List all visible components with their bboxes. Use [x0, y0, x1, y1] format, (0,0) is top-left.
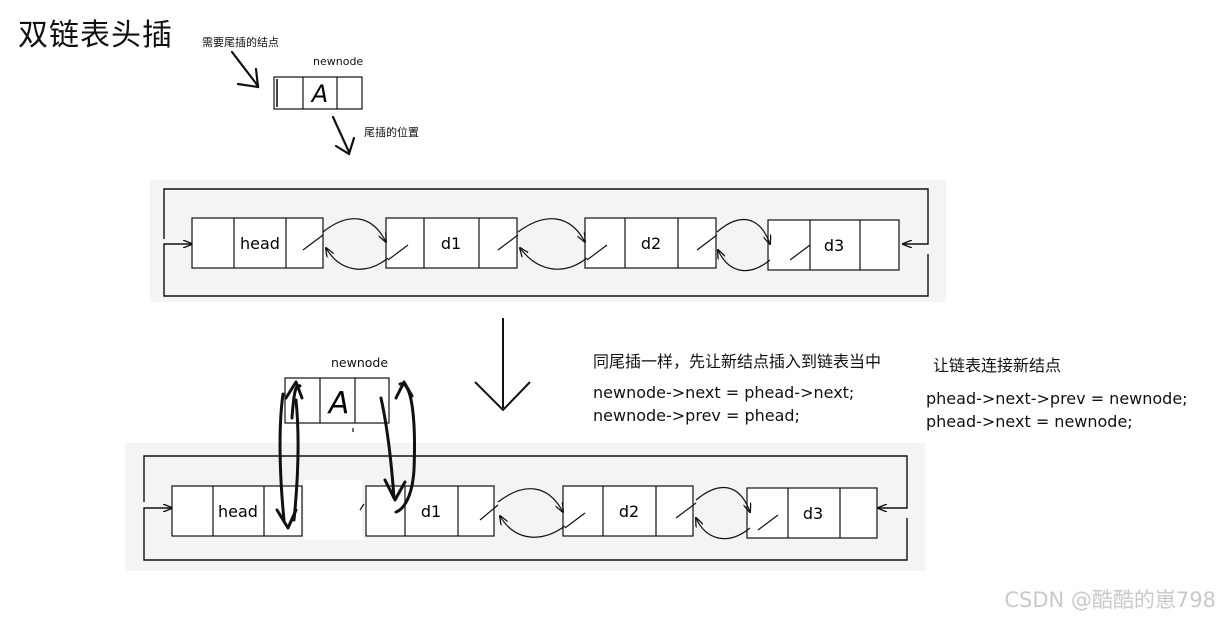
top-node-d2: d2 — [584, 217, 717, 269]
top-list-loop — [163, 188, 929, 297]
step2-code-line2: phead->next = newnode; — [926, 412, 1133, 431]
step2-code-line1: phead->next->prev = newnode; — [926, 389, 1188, 408]
newnode-bottom-value: A — [327, 386, 350, 421]
bottom-node-d1-label: d1 — [421, 502, 441, 521]
newnode-label-top: newnode — [313, 55, 364, 68]
tail-node-note: 需要尾插的结点 — [202, 36, 279, 49]
bottom-node-d2: d2 — [562, 485, 694, 537]
step1-code-line2: newnode->prev = phead; — [593, 406, 800, 425]
step1-heading: 同尾插一样，先让新结点插入到链表当中 — [593, 352, 882, 371]
watermark: CSDN @酷酷的崽798 — [1004, 588, 1216, 612]
bottom-node-d3: d3 — [746, 487, 878, 539]
bottom-list-loop — [143, 455, 908, 561]
bottom-links — [359, 486, 779, 540]
transition-down-arrow — [474, 318, 531, 412]
newnode-bottom: A — [284, 377, 390, 432]
top-node-head-label: head — [240, 234, 280, 253]
top-node-d3: d3 — [767, 219, 900, 271]
tail-node-arrow — [230, 50, 260, 89]
newnode-top-value: A — [310, 80, 328, 108]
step1-code-line1: newnode->next = phead->next; — [593, 383, 855, 402]
insertion-arrows — [275, 380, 416, 530]
tail-position-note: 尾插的位置 — [364, 126, 419, 139]
top-node-d1-label: d1 — [441, 234, 461, 253]
top-node-d2-label: d2 — [641, 234, 661, 253]
bottom-node-d1: d1 — [365, 485, 495, 537]
newnode-top: A — [273, 76, 363, 110]
top-node-head: head — [191, 217, 324, 269]
bottom-node-d3-label: d3 — [803, 504, 823, 523]
bottom-node-d2-label: d2 — [619, 502, 639, 521]
top-node-d1: d1 — [385, 217, 518, 269]
top-node-d3-label: d3 — [824, 236, 844, 255]
bottom-node-head-label: head — [218, 502, 258, 521]
step2-heading: 让链表连接新结点 — [933, 356, 1062, 375]
insert-gap — [304, 480, 362, 540]
page-title: 双链表头插 — [18, 18, 173, 53]
newnode-label-bottom: newnode — [331, 355, 389, 370]
tail-position-arrow — [331, 115, 356, 156]
top-links — [302, 218, 811, 272]
